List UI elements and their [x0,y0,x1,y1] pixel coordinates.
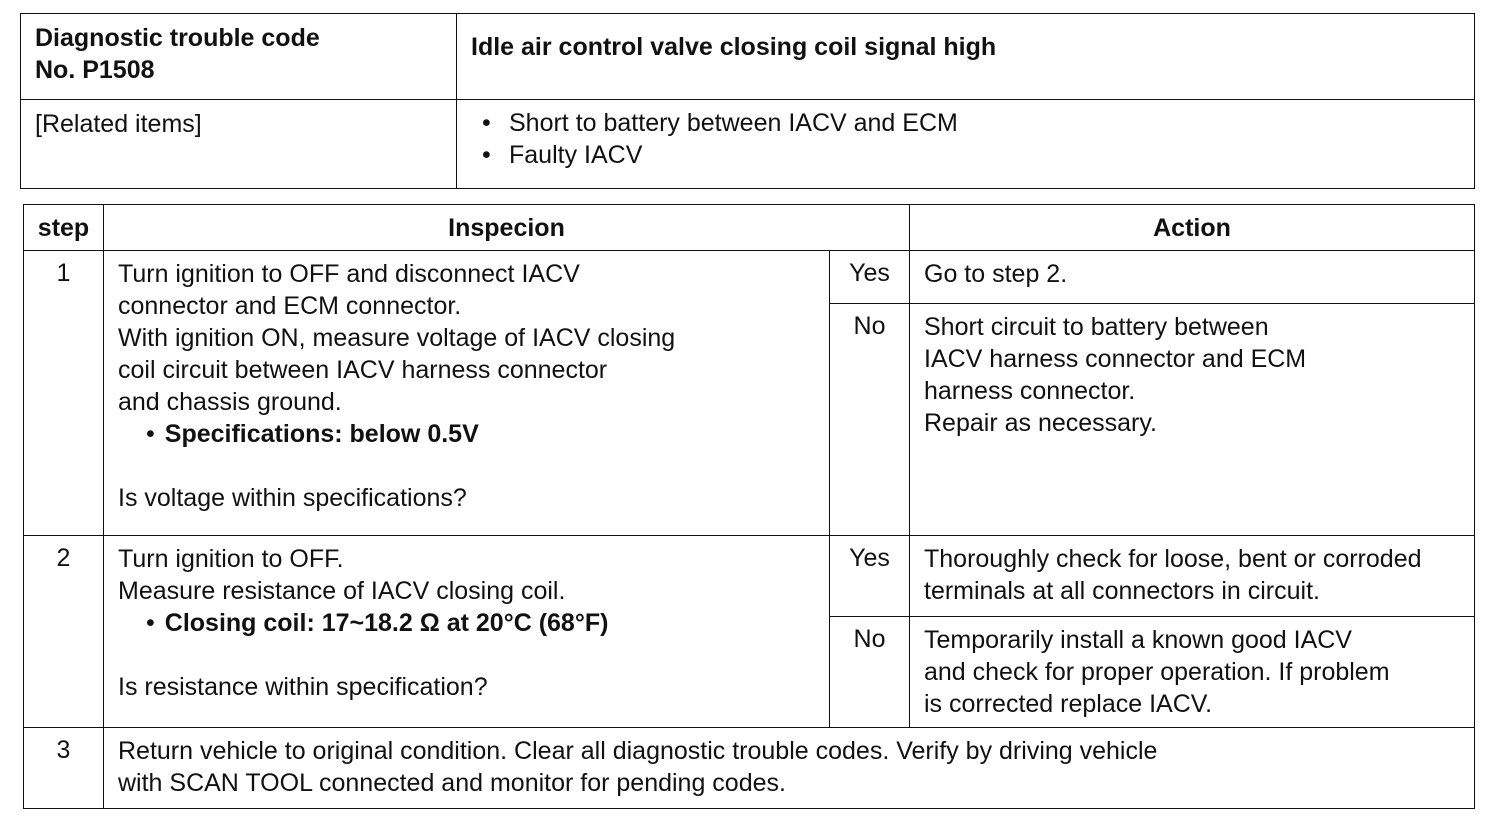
steps-table-header: step Inspecion Action [23,204,1475,251]
related-items-cell: Short to battery between IACV and ECM Fa… [456,99,1475,189]
action-line: terminals at all connectors in circuit. [924,577,1320,605]
action-line: Temporarily install a known good IACV [924,626,1352,654]
inspection-steps-table: step Inspecion Action 1 Turn ignition to… [23,204,1475,809]
inspection-line: Measure resistance of IACV closing coil. [118,577,566,605]
step-2-specification: • Closing coil: 17~18.2 Ω at 20°C (68°F) [118,607,815,639]
inspection-line: Turn ignition to OFF. [118,545,344,573]
step-2-yes-label: Yes [829,535,910,617]
action-line: Repair as necessary. [924,409,1157,437]
bullet-icon: • [146,420,155,448]
step-1-yes-label: Yes [829,250,910,304]
dtc-header-table: Diagnostic trouble code No. P1508 Idle a… [20,13,1475,189]
step-3-line: with SCAN TOOL connected and monitor for… [118,769,786,797]
step-1-inspection: Turn ignition to OFF and disconnect IACV… [103,250,830,536]
inspection-line: Turn ignition to OFF and disconnect IACV [118,260,580,288]
dtc-code-label: Diagnostic trouble code No. P1508 [20,13,457,100]
step-1-no-label: No [829,303,910,536]
inspection-line: and chassis ground. [118,388,342,416]
action-line: is corrected replace IACV. [924,690,1213,718]
related-item: Faulty IACV [482,139,1460,171]
col-header-inspection: Inspecion [103,204,910,251]
step-2-no-row: No Temporarily install a known good IACV… [24,616,1475,728]
action-line: Short circuit to battery between [924,313,1269,341]
dtc-title: Idle air control valve closing coil sign… [471,33,997,61]
related-items-label: [Related items] [20,99,457,189]
dtc-title-cell: Idle air control valve closing coil sign… [456,13,1475,100]
step-2-yes-row: 2 Turn ignition to OFF. Measure resistan… [23,535,1475,728]
action-line: Go to step 2. [924,260,1068,288]
related-items-row: [Related items] Short to battery between… [20,99,1475,189]
action-line: Thoroughly check for loose, bent or corr… [924,545,1422,573]
action-line: and check for proper operation. If probl… [924,658,1390,686]
step-1-no-row: No Short circuit to battery between IACV… [24,303,1475,536]
col-header-step: step [23,204,104,251]
related-items-label-text: [Related items] [35,110,202,138]
action-line: harness connector. [924,377,1136,405]
step-1-yes-row: 1 Turn ignition to OFF and disconnect IA… [23,250,1475,536]
dtc-code-row: Diagnostic trouble code No. P1508 Idle a… [20,13,1475,100]
step-2-inspection: Turn ignition to OFF. Measure resistance… [103,535,830,728]
specification-text: Closing coil: 17~18.2 Ω at 20°C (68°F) [164,609,609,637]
action-line: IACV harness connector and ECM [924,345,1307,373]
step-1-no-action: Short circuit to battery between IACV ha… [909,303,1475,536]
inspection-question: Is resistance within specification? [118,673,488,701]
bullet-icon: • [146,609,155,637]
inspection-line: With ignition ON, measure voltage of IAC… [118,324,676,352]
step-2-yes-action: Thoroughly check for loose, bent or corr… [909,535,1475,617]
specification-text: Specifications: below 0.5V [164,420,479,448]
inspection-line: coil circuit between IACV harness connec… [118,356,608,384]
step-1-yes-action: Go to step 2. [909,250,1475,304]
step-1-specification: • Specifications: below 0.5V [118,418,815,450]
dtc-code-label-line1: Diagnostic trouble code [35,24,320,52]
step-number: 1 [23,250,104,536]
step-2-no-action: Temporarily install a known good IACV an… [909,616,1475,728]
step-3-row: 3 Return vehicle to original condition. … [23,727,1475,809]
related-items-list: Short to battery between IACV and ECM Fa… [471,100,1460,171]
step-2-no-label: No [829,616,910,728]
step-3-text: Return vehicle to original condition. Cl… [103,727,1475,809]
inspection-question: Is voltage within specifications? [118,484,467,512]
related-item: Short to battery between IACV and ECM [482,107,1460,139]
inspection-line: connector and ECM connector. [118,292,462,320]
step-3-line: Return vehicle to original condition. Cl… [118,737,1158,765]
dtc-code-number: No. P1508 [35,56,155,84]
col-header-action: Action [909,204,1475,251]
step-number: 2 [23,535,104,728]
step-number: 3 [23,727,104,809]
